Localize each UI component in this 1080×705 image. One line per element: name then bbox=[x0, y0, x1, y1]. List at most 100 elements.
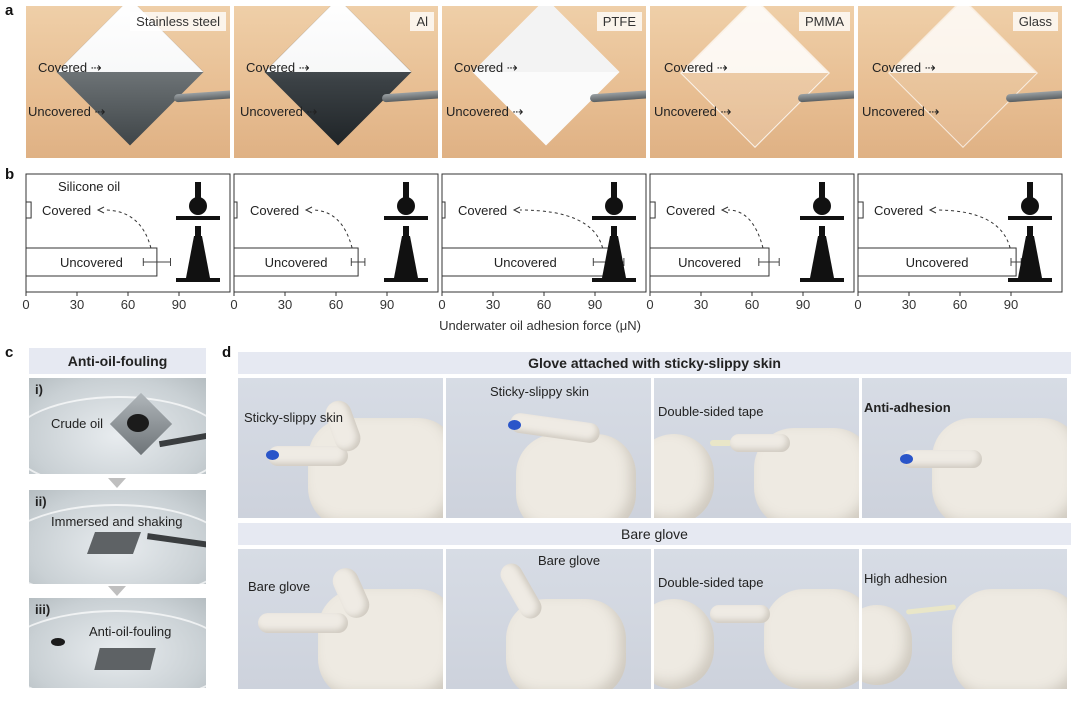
oil-droplet-icon bbox=[1021, 197, 1039, 215]
needle-icon bbox=[403, 226, 409, 238]
sticky-slippy-skin-patch bbox=[508, 420, 521, 430]
trend-arrow bbox=[727, 209, 764, 249]
uncovered-label: Uncovered ⇢ bbox=[240, 104, 318, 119]
glove-finger bbox=[730, 434, 790, 452]
glove-finger bbox=[258, 613, 348, 633]
glove-photo-top-2: Sticky-slippy skin bbox=[446, 378, 651, 518]
glove-photo-bottom-1: Bare glove bbox=[238, 549, 443, 689]
x-tick-label: 90 bbox=[588, 297, 602, 312]
covered-label: Covered ⇢ bbox=[664, 60, 728, 75]
substrate-icon bbox=[176, 216, 220, 220]
material-label: PMMA bbox=[799, 12, 850, 31]
annotation: Bare glove bbox=[248, 579, 311, 594]
oil-droplet-icon bbox=[605, 197, 623, 215]
glove-photo-top-1: Sticky-slippy skin bbox=[238, 378, 443, 518]
stretched-tape bbox=[905, 604, 957, 615]
needle-icon bbox=[195, 182, 201, 198]
covered-label: Covered ⇢ bbox=[246, 60, 310, 75]
x-axis-title: Underwater oil adhesion force (μN) bbox=[439, 318, 641, 333]
arrow-head-icon bbox=[512, 206, 521, 214]
substrate-icon bbox=[176, 278, 220, 282]
metal-sample bbox=[94, 648, 156, 670]
glove-finger bbox=[710, 605, 770, 623]
bar-label-covered: Covered bbox=[666, 203, 715, 218]
glove-hand bbox=[932, 418, 1067, 518]
crude-oil-drop bbox=[127, 414, 149, 432]
step-photo-3: iii) Anti-oil-fouling bbox=[29, 598, 206, 688]
annotation: High adhesion bbox=[864, 571, 948, 586]
oil-drop bbox=[51, 638, 65, 646]
covered-label: Covered ⇢ bbox=[454, 60, 518, 75]
bar-label-covered: Covered bbox=[458, 203, 507, 218]
step-label: Crude oil bbox=[51, 416, 104, 431]
glove-photo-top-4: Anti-adhesion bbox=[862, 378, 1067, 518]
step-number: ii) bbox=[35, 494, 47, 509]
uncovered-label: Uncovered ⇢ bbox=[862, 104, 940, 119]
stretched-droplet-icon bbox=[810, 236, 834, 278]
substrate-icon bbox=[800, 278, 844, 282]
trend-arrow bbox=[519, 209, 604, 249]
needle-icon bbox=[1027, 182, 1033, 198]
annotation: Double-sided tape bbox=[658, 575, 764, 590]
x-tick-label: 0 bbox=[438, 297, 445, 312]
annotation: Bare glove bbox=[538, 553, 601, 568]
glove-hand-left bbox=[654, 599, 714, 689]
trend-arrow bbox=[311, 209, 353, 249]
x-tick-label: 60 bbox=[745, 297, 759, 312]
bar-label-uncovered: Uncovered bbox=[494, 255, 557, 270]
photo-pmma: PMMA Covered ⇢ Uncovered ⇢ bbox=[650, 6, 854, 158]
annotation: Sticky-slippy skin bbox=[490, 384, 589, 399]
covered-label: Covered ⇢ bbox=[872, 60, 936, 75]
x-tick-label: 90 bbox=[1004, 297, 1018, 312]
substrate-icon bbox=[384, 216, 428, 220]
needle-icon bbox=[195, 226, 201, 238]
x-tick-label: 30 bbox=[486, 297, 500, 312]
glove-hand-right bbox=[952, 589, 1067, 689]
x-tick-label: 60 bbox=[329, 297, 343, 312]
x-tick-label: 30 bbox=[278, 297, 292, 312]
bar-covered bbox=[649, 201, 656, 219]
trend-arrow bbox=[103, 209, 152, 249]
arrow-head-icon bbox=[96, 206, 105, 214]
glove-hand-left bbox=[862, 605, 912, 685]
bar-covered bbox=[233, 201, 238, 219]
x-tick-label: 0 bbox=[646, 297, 653, 312]
panel-label-b: b bbox=[5, 166, 15, 183]
bar-label-covered: Covered bbox=[250, 203, 299, 218]
x-tick-label: 30 bbox=[902, 297, 916, 312]
stretched-droplet-icon bbox=[186, 236, 210, 278]
glove-photo-bottom-2: Bare glove bbox=[446, 549, 651, 689]
glove-hand bbox=[308, 418, 443, 518]
bar-covered bbox=[857, 201, 864, 219]
oil-droplet-icon bbox=[189, 197, 207, 215]
x-tick-label: 0 bbox=[230, 297, 237, 312]
substrate-icon bbox=[592, 216, 636, 220]
glove-thumb bbox=[496, 559, 546, 623]
glove-photo-bottom-3: Double-sided tape bbox=[654, 549, 859, 689]
metal-sample bbox=[86, 532, 142, 554]
photo-stainless-steel: Stainless steel Covered ⇢ Uncovered ⇢ bbox=[26, 6, 230, 158]
arrow-head-icon bbox=[720, 206, 729, 214]
glove-finger bbox=[902, 450, 982, 468]
bar-uncovered bbox=[25, 247, 158, 277]
x-tick-label: 0 bbox=[854, 297, 861, 312]
header-sticky-slippy-glove: Glove attached with sticky-slippy skin bbox=[238, 352, 1071, 374]
photo-al: Al Covered ⇢ Uncovered ⇢ bbox=[234, 6, 438, 158]
step-label: Immersed and shaking bbox=[51, 514, 183, 529]
glove-photo-top-3: Double-sided tape bbox=[654, 378, 859, 518]
petri-dish bbox=[29, 610, 206, 688]
step-photo-2: ii) Immersed and shaking bbox=[29, 490, 206, 584]
needle-icon bbox=[611, 226, 617, 238]
glove-hand bbox=[516, 434, 636, 518]
material-label: Al bbox=[410, 12, 434, 31]
annotation: Sticky-slippy skin bbox=[244, 410, 343, 425]
x-tick-label: 0 bbox=[22, 297, 29, 312]
panel-c-title: Anti-oil-fouling bbox=[29, 348, 206, 374]
step-photo-1: i) Crude oil bbox=[29, 378, 206, 474]
petri-dish bbox=[29, 396, 206, 474]
down-arrow-icon bbox=[108, 478, 126, 488]
bar-covered bbox=[441, 201, 446, 219]
oil-droplet-icon bbox=[813, 197, 831, 215]
